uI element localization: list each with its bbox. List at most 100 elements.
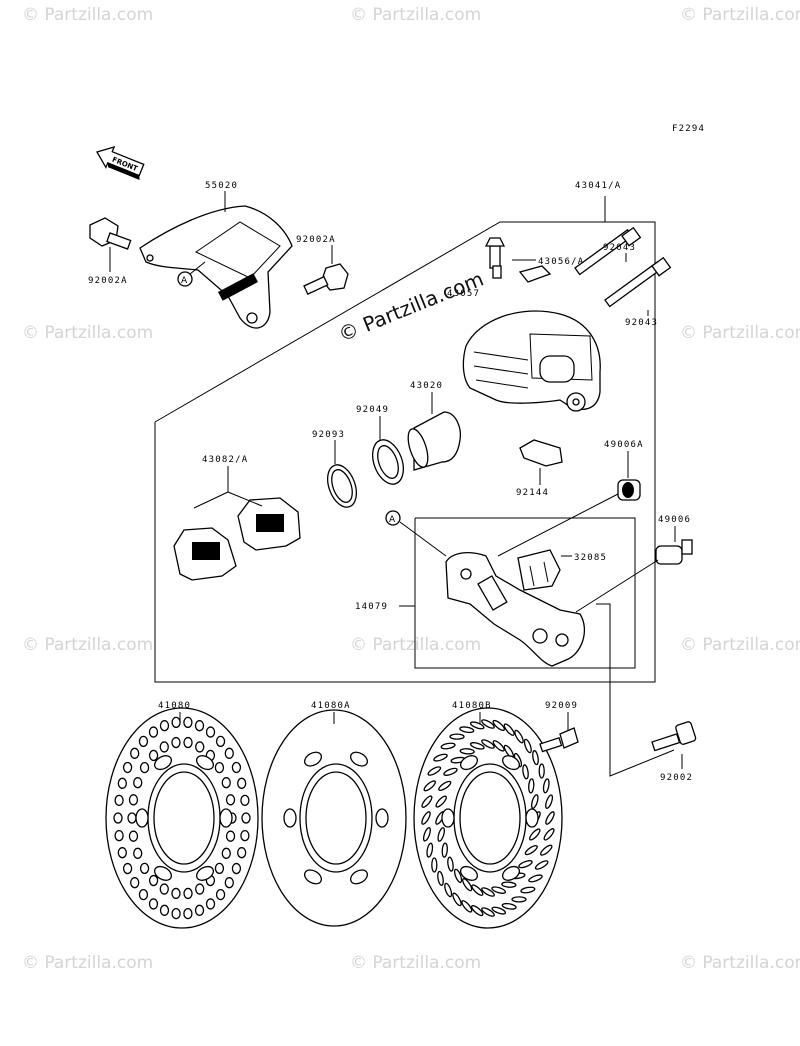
rotor-hole [459, 726, 475, 734]
rotor-hole [214, 761, 225, 774]
watermark: © Partzilla.com [680, 5, 800, 25]
rotor-hole [545, 811, 555, 825]
rotor-hole [138, 735, 149, 748]
rotor-cutout [153, 755, 173, 771]
rotor-hole [529, 828, 541, 841]
rotor-hole [114, 794, 124, 807]
rotor-hole [148, 749, 159, 762]
figure-code: F2294 [672, 124, 705, 134]
caliper-bracket-14079 [445, 551, 585, 667]
rotor-hole [437, 870, 444, 886]
rotor-hole [540, 844, 553, 856]
rotor-hole [195, 883, 205, 895]
rotor-hole [459, 748, 475, 755]
bracket-box [414, 517, 636, 669]
rotor-hole [171, 887, 181, 900]
part-label: 43082/A [202, 455, 248, 465]
rotor-hole [159, 741, 169, 753]
watermark: © Partzilla.com [22, 5, 153, 25]
part-label: 43041/A [575, 181, 621, 191]
part-label: 43020 [410, 381, 443, 391]
rotor-cutout [153, 865, 173, 881]
brake-disc-41080B [413, 707, 563, 929]
rotor-cutout [195, 755, 215, 771]
rotor-hole [481, 739, 495, 749]
rotor-hole [214, 862, 225, 875]
boot-49006A [617, 479, 641, 501]
rotor-cutout [459, 865, 479, 881]
rotor-hole [128, 830, 139, 842]
rotor-hole [117, 847, 127, 859]
rotor-hole [470, 905, 484, 917]
callout-label: A [181, 276, 188, 286]
part-label: 92002 [660, 773, 693, 783]
bolt-92002 [651, 721, 697, 752]
rotor-hole [224, 877, 234, 889]
rotor-hole [469, 742, 485, 750]
rotor-cutout [135, 808, 149, 828]
rotor-hole [183, 907, 193, 920]
rotor-hole [503, 723, 515, 736]
rotor-hole [471, 884, 484, 896]
rotor-hole [237, 847, 247, 859]
rotor-cutout [501, 865, 521, 881]
rotor-hole [511, 896, 527, 903]
rotor-hole [224, 747, 234, 759]
rotor-hole [481, 887, 495, 897]
piston-43020 [407, 411, 462, 471]
rotor-hole [543, 828, 555, 841]
rotor-hole [171, 716, 181, 729]
part-label: 49006 [658, 515, 691, 525]
part-label: 32085 [574, 553, 607, 563]
rotor-hole [435, 795, 447, 808]
rotor-hole [183, 887, 193, 900]
rotor-hole [492, 740, 505, 752]
rotor-hole [437, 827, 446, 842]
rotor-hole [130, 747, 140, 759]
rotor-hole [545, 794, 554, 809]
part-label: 92043 [603, 243, 636, 253]
rotor-hole [148, 874, 159, 887]
rotor-hole [481, 907, 495, 917]
rotor-hole [159, 883, 169, 895]
watermark: © Partzilla.com [22, 323, 153, 343]
rotor-hole [441, 842, 448, 858]
rotor-hole [225, 830, 236, 842]
part-label: 43056/A [538, 257, 584, 267]
watermark: © Partzilla.com [350, 953, 481, 973]
rotor-hole [237, 777, 247, 789]
watermark: © Partzilla.com [680, 635, 800, 655]
rotor-hole [449, 733, 465, 740]
rotor-hole [215, 735, 226, 748]
assembly-outline [154, 221, 656, 683]
rotor-hole [452, 892, 462, 907]
rotor-hole [453, 868, 463, 884]
rotor-hole [427, 766, 442, 776]
rotor-hole [501, 881, 517, 888]
part-label: 92009 [545, 701, 578, 711]
rotor-hole [139, 761, 150, 774]
watermark: © Partzilla.com [350, 635, 481, 655]
part-label: 41080 [158, 701, 191, 711]
rotor-hole [481, 719, 495, 729]
rotor-hole [241, 812, 251, 824]
part-label: 41080B [452, 701, 492, 711]
part-label: 92043 [625, 318, 658, 328]
rotor-hole [522, 764, 529, 780]
rotor-hole [240, 794, 250, 807]
rotor-hole [205, 726, 216, 738]
rotor-hole [195, 741, 205, 753]
rotor-hole [443, 767, 458, 776]
front-arrow-icon: FRONT [96, 146, 145, 181]
rotor-hole [422, 827, 431, 842]
rotor-hole [205, 898, 216, 910]
rotor-hole [221, 777, 231, 789]
part-label: 55020 [205, 181, 238, 191]
rotor-hole [159, 720, 170, 732]
rotor-cutout [349, 869, 369, 885]
rotor-hole [440, 742, 456, 750]
rotor-hole [171, 907, 181, 920]
pin-92043-bottom [604, 256, 672, 308]
rotor-hole [514, 729, 524, 744]
